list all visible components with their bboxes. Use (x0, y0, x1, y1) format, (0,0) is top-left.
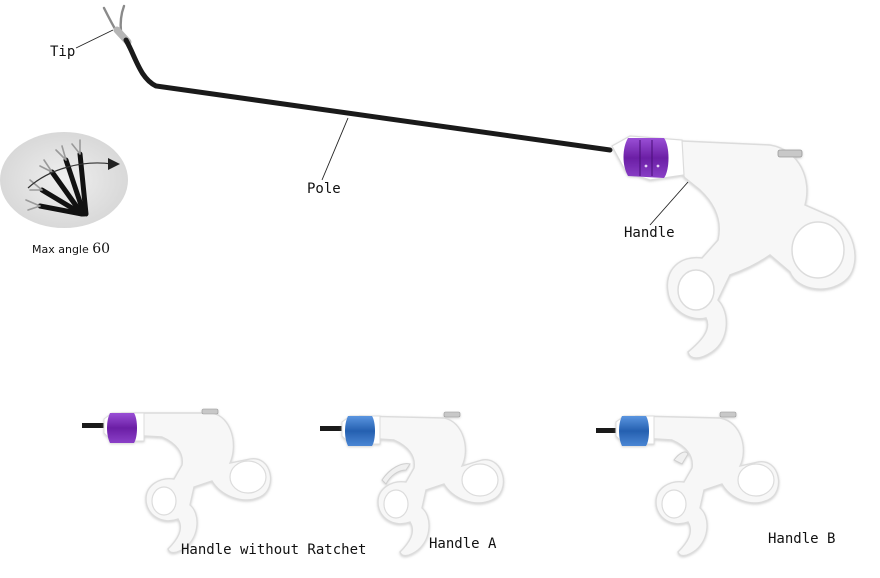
handle-without-ratchet-label: Handle without Ratchet (181, 542, 367, 558)
max-angle-value: 60 (92, 241, 111, 257)
handle-label: Handle (624, 225, 675, 241)
handle-leader (649, 181, 689, 226)
pole-leader (321, 117, 349, 181)
tip-leader (75, 29, 114, 49)
max-angle-label: Max angle 60 (32, 241, 110, 257)
pole-shaft (123, 37, 613, 153)
handle-a-label: Handle A (429, 536, 497, 552)
pole-label: Pole (307, 181, 341, 197)
handle-b-label: Handle B (768, 531, 836, 547)
handle-variant-icon (82, 408, 272, 554)
laparoscopic-grasper-icon (75, 4, 856, 359)
tip-label: Tip (50, 44, 76, 60)
main-handle (611, 135, 856, 359)
handle-variant-icon (596, 411, 780, 557)
articulating-tip-angle-icon (0, 132, 128, 228)
max-angle-text: Max angle (32, 243, 89, 256)
tip-jaws (102, 4, 132, 46)
handle-variant-icon (320, 411, 505, 557)
